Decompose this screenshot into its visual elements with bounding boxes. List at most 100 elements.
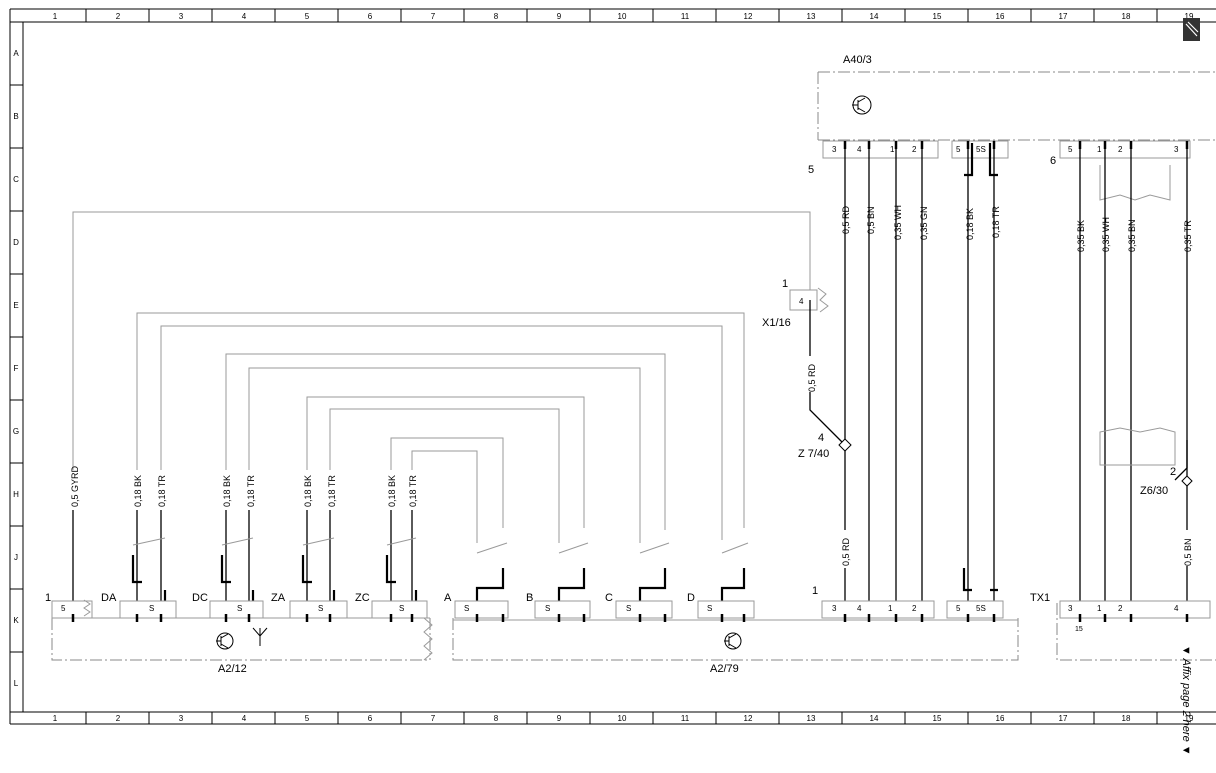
pin-label: 2: [912, 145, 917, 154]
drawing-frame: [9, 8, 1216, 725]
column-marker: 5: [305, 714, 310, 723]
a40-3-label: A40/3: [843, 54, 872, 66]
connector-number: 6: [1050, 155, 1056, 167]
switch-label: ZA: [271, 592, 286, 604]
wire-label: 0,18 BK: [303, 475, 313, 507]
row-marker: G: [13, 427, 19, 436]
pin-label: 3: [832, 604, 837, 613]
pin-label: S: [399, 604, 404, 613]
column-marker: 15: [933, 12, 942, 21]
x1-16-label: X1/16: [762, 317, 791, 329]
a2-79-label: A2/79: [710, 663, 739, 675]
column-marker: 19: [1185, 714, 1194, 723]
column-marker: 9: [557, 714, 562, 723]
column-marker: 4: [242, 714, 247, 723]
a2-12-module: 5 S S S S 1 A2/12: [45, 592, 433, 675]
pin-label: 1: [1097, 604, 1102, 613]
connector-number: 1: [812, 585, 818, 597]
wire-label: 0,18 BK: [222, 475, 232, 507]
a2-79-module: S S S S 3 4 1 2 5 5S 1 A2/79: [452, 585, 1019, 675]
transistor-icon: [852, 95, 872, 115]
column-marker: 10: [618, 12, 627, 21]
pin-label: 4: [1174, 604, 1179, 613]
a40-connector-right: [1059, 140, 1191, 159]
pin-label: 2: [1118, 604, 1123, 613]
left-wire-labels: 0,5 GYRD 0,18 BK 0,18 TR 0,18 BK 0,18 TR…: [70, 465, 418, 507]
pin-label: 5: [956, 604, 961, 613]
column-marker: 8: [494, 714, 499, 723]
pin-label: S: [626, 604, 631, 613]
row-marker: E: [13, 301, 18, 310]
pin-label: S: [545, 604, 550, 613]
row-marker: B: [13, 112, 18, 121]
wire-label: 0,35 TR: [1183, 220, 1193, 252]
wire-label: 0,18 BK: [133, 475, 143, 507]
column-marker: 18: [1122, 12, 1131, 21]
wire-label: 0,18 BK: [965, 208, 975, 240]
wire-label: 0,18 TR: [157, 475, 167, 507]
affix-note: ▼ Affix page 2 here ▼: [1180, 645, 1192, 756]
a40-3-housing: [817, 71, 1216, 141]
column-marker: 2: [116, 714, 121, 723]
switch-label: B: [526, 592, 533, 604]
row-marker: C: [13, 175, 19, 184]
wire-label: 0,5 BN: [1183, 538, 1193, 566]
left-wires: [72, 510, 413, 618]
connector-number: 1: [45, 592, 51, 604]
cable-bundle-break: [1099, 165, 1171, 201]
row-marker: F: [14, 364, 19, 373]
column-marker: 12: [744, 714, 753, 723]
a2-12-label: A2/12: [218, 663, 247, 675]
column-marker: 12: [744, 12, 753, 21]
wire-label: 0,5 RD: [807, 363, 817, 392]
column-marker: 4: [242, 12, 247, 21]
a40-wire-labels: 0,5 RD 0,5 BN 0,35 WH 0,35 GN 0,18 BK 0,…: [841, 205, 1193, 566]
wire-label: 0,35 GN: [919, 206, 929, 240]
column-marker: 15: [933, 714, 942, 723]
antenna-icon: [252, 627, 268, 646]
camera-icon: [1183, 18, 1200, 41]
pin-label: 5: [1068, 145, 1073, 154]
column-marker: 3: [179, 12, 184, 21]
pin-label: 3: [1174, 145, 1179, 154]
pin-stubs: [71, 141, 1189, 622]
wire-label: 0,5 RD: [841, 205, 851, 234]
column-marker: 17: [1059, 714, 1068, 723]
pin-label: 1: [890, 145, 895, 154]
column-marker: 7: [431, 714, 436, 723]
column-marker: 1: [53, 12, 58, 21]
switch-label: DA: [101, 592, 117, 604]
pin-label: 5S: [976, 604, 986, 613]
pin-label: 15: [1075, 626, 1083, 633]
column-marker: 1: [53, 714, 58, 723]
wire-label: 0,18 TR: [408, 475, 418, 507]
switch-label: ZC: [355, 592, 370, 604]
pin-label: 4: [857, 604, 862, 613]
pin-label: 4: [857, 145, 862, 154]
column-marker: 13: [807, 714, 816, 723]
column-marker: 5: [305, 12, 310, 21]
column-marker: 19: [1185, 12, 1194, 21]
column-marker: 13: [807, 12, 816, 21]
column-marker: 2: [116, 12, 121, 21]
z6-30-splice: 2 Z6/30: [1099, 427, 1193, 497]
tx1-module: TX1 3 1 2 4 15: [1030, 592, 1216, 661]
switch-label: D: [687, 592, 695, 604]
row-marker: A: [13, 49, 19, 58]
column-marker: 17: [1059, 12, 1068, 21]
pin-label: 3: [832, 145, 837, 154]
column-marker: 3: [179, 714, 184, 723]
column-marker: 11: [681, 714, 690, 723]
pin-label: S: [237, 604, 242, 613]
wire-label: 0,5 GYRD: [70, 465, 80, 507]
connector-number: 1: [782, 278, 788, 290]
pin-label: 1: [888, 604, 893, 613]
column-marker: 16: [996, 714, 1005, 723]
switch-label: A: [444, 592, 452, 604]
column-marker: 11: [681, 12, 690, 21]
wire-label: 0,35 WH: [893, 205, 903, 240]
z6-30-label: Z6/30: [1140, 485, 1168, 497]
pin-label: 2: [1118, 145, 1123, 154]
